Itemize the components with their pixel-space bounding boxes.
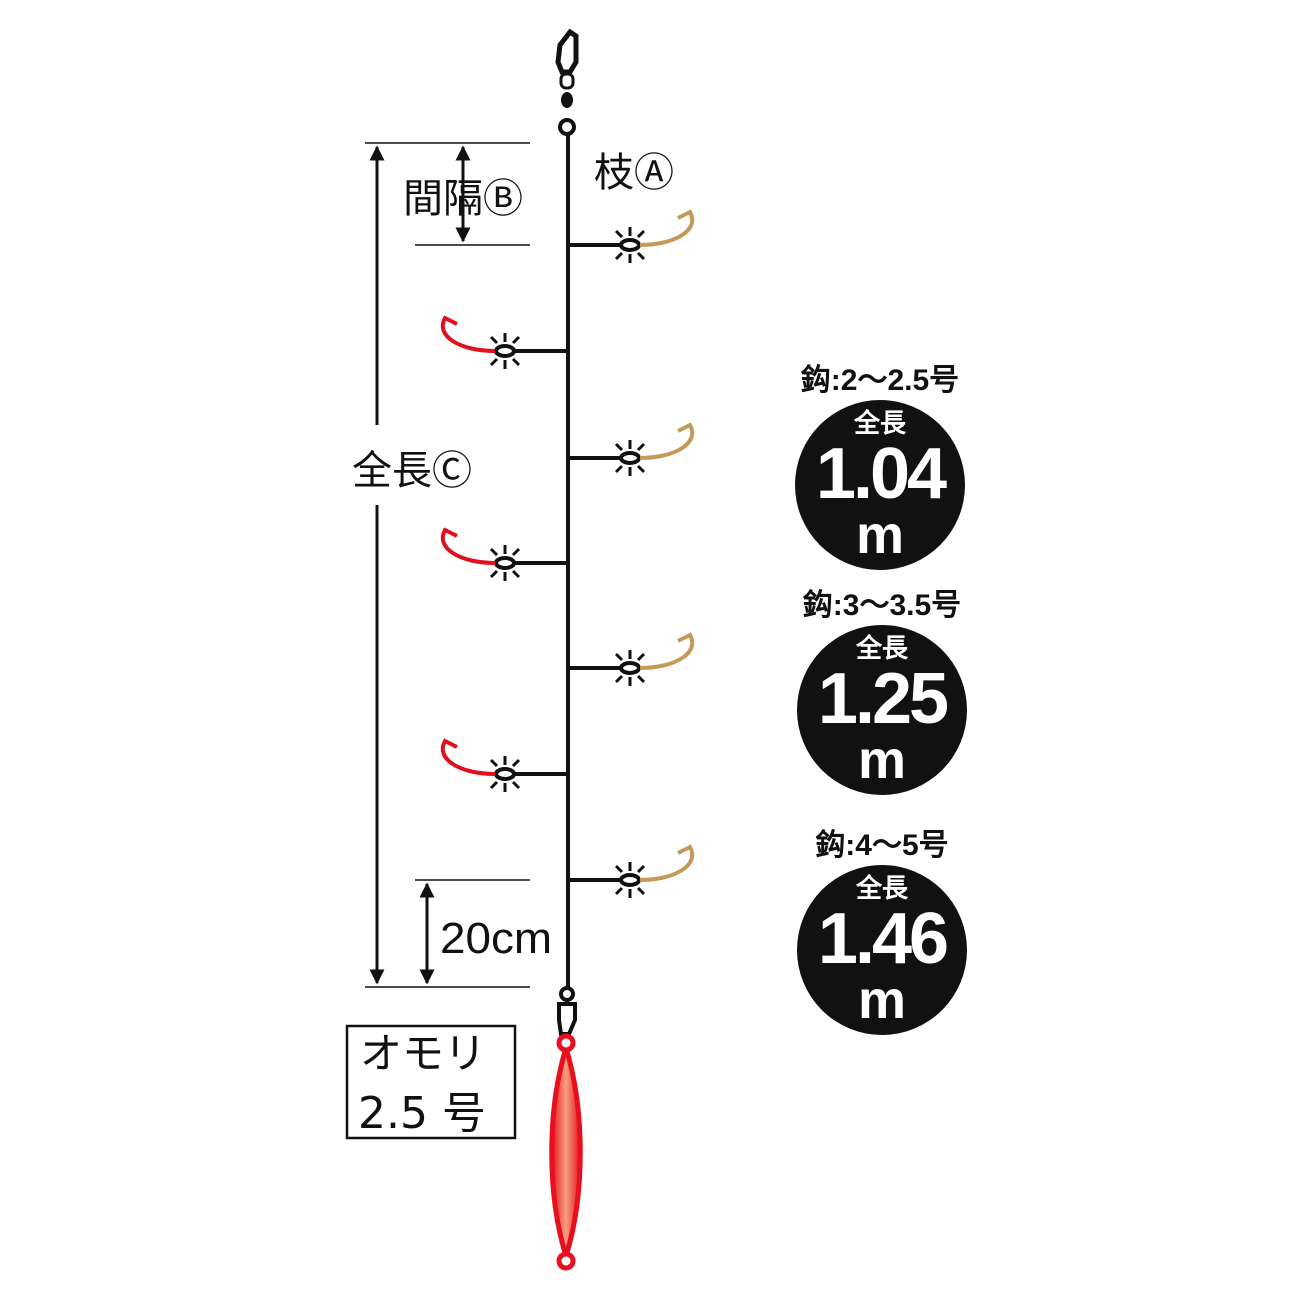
hook-size-label: 鈎:4〜5号: [815, 829, 949, 862]
badge-caption: 全長: [855, 634, 908, 664]
branch-left: [441, 738, 568, 794]
interval-label: 間隔Ⓑ: [403, 176, 523, 222]
length-badge: 全長 1.04 m: [795, 400, 965, 570]
badge-length: 1.46: [817, 899, 949, 979]
branch-right: [568, 844, 694, 900]
branch-right: [568, 422, 694, 478]
hook-size-label: 鈎:2〜2.5号: [800, 364, 960, 397]
branch-right: [568, 632, 694, 688]
length-badge: 全長 1.25 m: [797, 625, 967, 795]
badge-unit: m: [857, 970, 906, 1030]
total-length-label: 全長Ⓒ: [352, 448, 472, 494]
badge-caption: 全長: [853, 409, 906, 439]
hook-size-label: 鈎:3〜3.5号: [802, 589, 962, 622]
badge-length: 1.25: [817, 659, 949, 739]
badge-unit: m: [855, 505, 904, 565]
bottom-snap-icon: [557, 986, 577, 1036]
badge-caption: 全長: [855, 874, 908, 904]
dimension-guides: [365, 142, 530, 988]
top-swivel-icon: [555, 28, 579, 136]
sinker-label-name: オモリ: [360, 1029, 486, 1078]
branch-right: [568, 209, 694, 265]
badge-unit: m: [857, 730, 906, 790]
branch-left: [441, 315, 568, 371]
length-badge: 全長 1.46 m: [797, 865, 967, 1035]
branch-label: 枝Ⓐ: [594, 150, 674, 196]
sinker-label-size: 2.5 号: [358, 1088, 486, 1139]
spacing-label: 20cm: [440, 914, 552, 963]
badge-length: 1.04: [815, 434, 947, 514]
sinker-label-box: オモリ 2.5 号: [345, 1024, 517, 1140]
sinker-icon: [549, 1033, 583, 1271]
branch-left: [441, 527, 568, 583]
